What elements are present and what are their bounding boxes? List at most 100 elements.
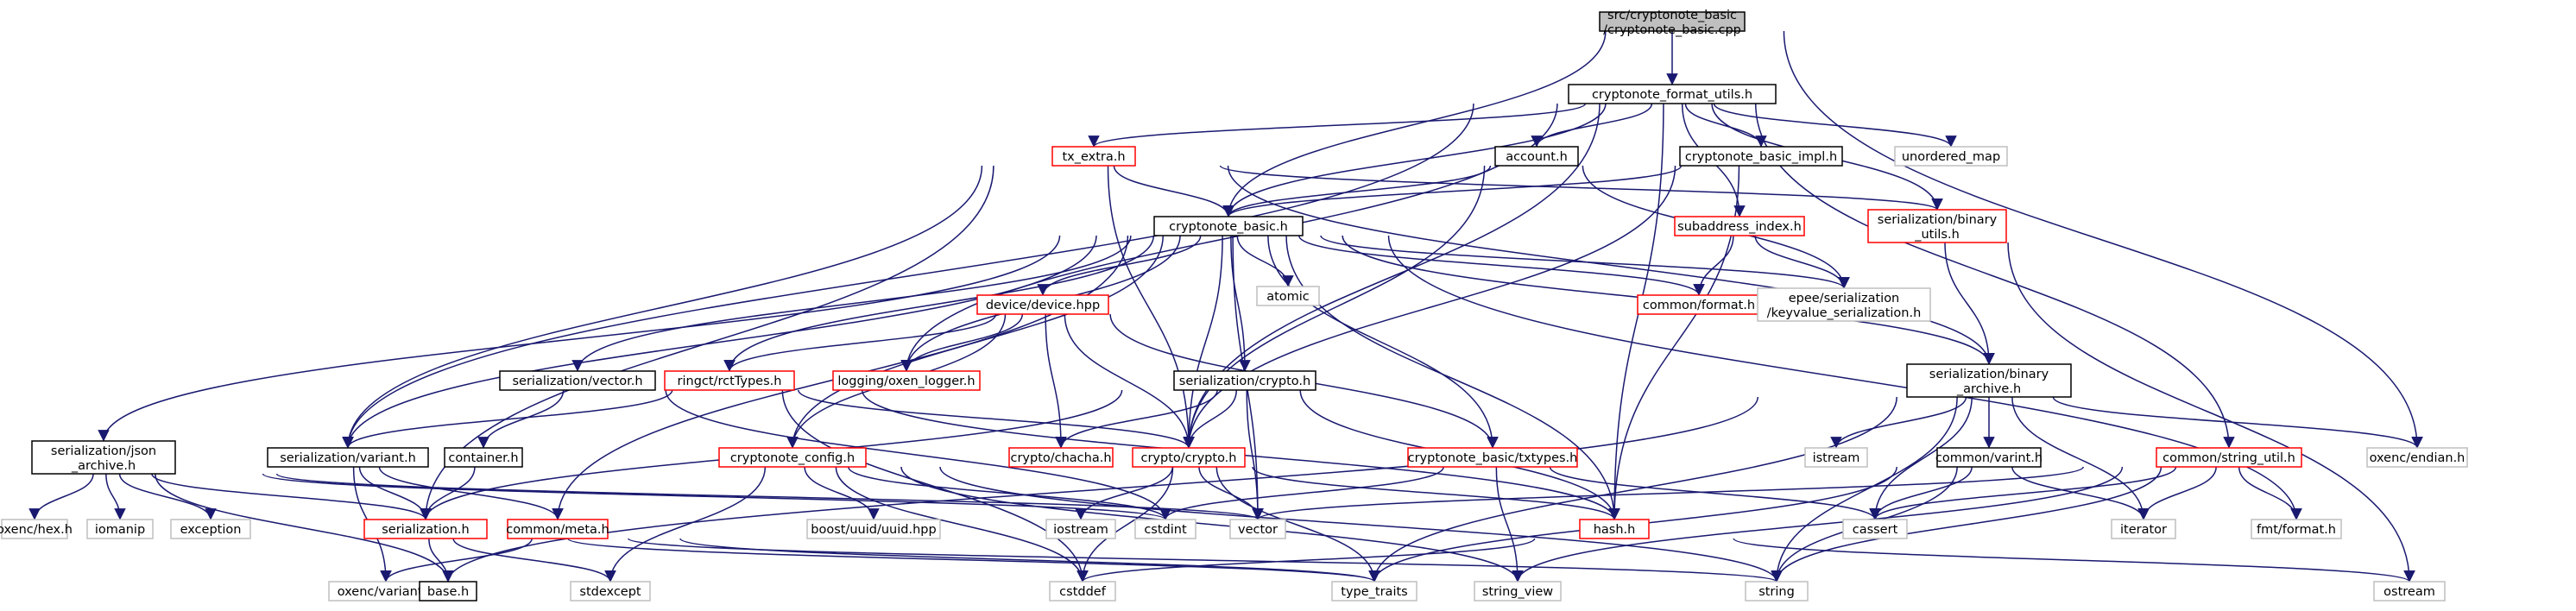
edge-strutil-to-cassert <box>1869 466 2177 520</box>
edge-cconfig-to-cstdint <box>848 466 1171 520</box>
node-cassert: cassert <box>1842 519 1908 539</box>
node-json[interactable]: serialization/json_archive.h <box>31 440 176 475</box>
node-uuid: boost/uuid/uuid.hpp <box>806 519 941 539</box>
edge-txextra-to-svariant <box>342 165 983 449</box>
node-endian: oxenc/endian.h <box>2366 447 2468 468</box>
node-box-ostream <box>2373 581 2446 602</box>
edge-cfu-to-txextra <box>1088 103 1587 148</box>
edge-cb-to-ringct <box>723 235 1155 372</box>
node-box-istream <box>1804 447 1868 468</box>
edge-strutil-to-iterator <box>2137 466 2217 520</box>
edge-binarch-to-typetraits <box>1368 396 1897 583</box>
edge-strutil-to-fmtformat <box>2238 466 2302 520</box>
node-txextra[interactable]: tx_extra.h <box>1051 146 1136 167</box>
node-svector[interactable]: serialization/vector.h <box>499 370 656 391</box>
node-label-hexh-0: oxenc/hex.h <box>0 523 73 537</box>
edge-txextra-to-cryptoh <box>1107 165 1195 449</box>
edge-strutil-to-stringview <box>1512 466 2124 583</box>
node-label-binarch-0: serialization/binary <box>1929 368 2049 381</box>
node-box-string <box>1745 581 1809 602</box>
node-chacha[interactable]: crypto/chacha.h <box>1008 447 1114 468</box>
edge-txtypes-to-stringview <box>1495 466 1524 583</box>
node-label-account-0: account.h <box>1506 150 1568 164</box>
node-format[interactable]: common/format.h <box>1637 294 1761 315</box>
edge-cb-to-epee <box>1320 235 1850 289</box>
node-txtypes[interactable]: cryptonote_basic/txtypes.h <box>1407 447 1578 468</box>
node-exception: exception <box>170 519 251 539</box>
node-label-cfu-0: cryptonote_format_utils.h <box>1592 88 1752 102</box>
edge-txtypes-to-cassert <box>1549 466 1881 520</box>
node-box-endian <box>2366 447 2468 468</box>
node-root[interactable]: src/cryptonote_basic/cryptonote_basic.cp… <box>1599 9 1746 37</box>
node-hashh[interactable]: hash.h <box>1579 519 1650 539</box>
node-subaddr[interactable]: subaddress_index.h <box>1674 216 1805 236</box>
node-strutil[interactable]: common/string_util.h <box>2156 447 2302 468</box>
node-scrypto[interactable]: serialization/crypto.h <box>1173 370 1316 391</box>
node-cbimpl[interactable]: cryptonote_basic_impl.h <box>1679 146 1843 167</box>
node-cryptoh[interactable]: crypto/crypto.h <box>1132 447 1246 468</box>
edge-svariant-to-serialization <box>358 466 432 520</box>
node-box-cstdint <box>1134 519 1196 539</box>
node-box-iomanip <box>86 519 154 539</box>
node-meta[interactable]: common/meta.h <box>506 519 609 539</box>
node-box-devhpp <box>976 294 1109 315</box>
edge-cb-to-atomic <box>1236 235 1294 287</box>
node-box-iterator <box>2111 519 2176 539</box>
node-cfu[interactable]: cryptonote_format_utils.h <box>1568 84 1777 104</box>
node-ringct[interactable]: ringct/rctTypes.h <box>664 370 795 391</box>
edge-cfu-to-svariant <box>342 103 1474 449</box>
edge-cconfig-to-string <box>939 466 1783 583</box>
node-box-hashh <box>1579 519 1650 539</box>
node-label-cbimpl-0: cryptonote_basic_impl.h <box>1685 150 1837 164</box>
edge-cfu-to-umap <box>1713 103 1957 148</box>
edge-ringct-to-cryptoh <box>798 389 1195 449</box>
node-binutils[interactable]: serialization/binary_utils.h <box>1867 209 2007 243</box>
node-box-fmtformat <box>2251 519 2342 539</box>
node-logger[interactable]: logging/oxen_logger.h <box>832 370 981 391</box>
dependency-edges <box>28 30 2423 583</box>
node-cvarint[interactable]: common/varint.h <box>1935 447 2042 468</box>
node-box-epee <box>1757 287 1931 322</box>
edge-txextra-to-binutils <box>1219 165 1943 211</box>
edge-txtypes-to-cstdint <box>1159 466 1444 520</box>
edge-json-to-vector <box>275 473 1264 520</box>
node-label-istream-0: istream <box>1813 451 1860 465</box>
node-box-txextra <box>1051 146 1136 167</box>
node-label-cstddef-0: cstddef <box>1059 585 1107 599</box>
node-svariant[interactable]: serialization/variant.h <box>267 447 429 468</box>
edge-meta-to-typetraits <box>679 538 1380 583</box>
edge-json-to-serialization <box>151 473 432 520</box>
node-container[interactable]: container.h <box>444 447 523 468</box>
node-label-subaddr-0: subaddress_index.h <box>1677 220 1802 234</box>
node-label-cconfig-0: cryptonote_config.h <box>730 451 855 465</box>
node-cconfig[interactable]: cryptonote_config.h <box>718 447 867 468</box>
node-base[interactable]: base.h <box>419 581 477 602</box>
node-box-base <box>419 581 477 602</box>
node-serialization[interactable]: serialization.h <box>363 519 488 539</box>
node-box-cfu <box>1568 84 1777 104</box>
node-iostream: iostream <box>1045 519 1116 539</box>
node-label-epee-1: /keyvalue_serialization.h <box>1767 306 1922 320</box>
node-box-serialization <box>363 519 488 539</box>
node-label-iomanip-0: iomanip <box>95 523 145 537</box>
node-box-txtypes <box>1407 447 1578 468</box>
node-box-chacha <box>1008 447 1114 468</box>
node-devhpp[interactable]: device/device.hpp <box>976 294 1109 315</box>
node-box-scrypto <box>1173 370 1316 391</box>
node-binarch[interactable]: serialization/binary_archive.h <box>1906 363 2072 398</box>
node-label-endian-0: oxenc/endian.h <box>2370 451 2466 465</box>
node-label-binarch-1: _archive.h <box>1956 382 2021 396</box>
node-label-json-1: _archive.h <box>71 459 136 473</box>
edge-devhpp-to-logger <box>900 313 1024 372</box>
node-box-exception <box>170 519 251 539</box>
edge-json-to-iomanip <box>105 473 126 520</box>
node-label-logger-0: logging/oxen_logger.h <box>837 375 975 388</box>
node-label-ringct-0: ringct/rctTypes.h <box>678 375 782 388</box>
node-label-cb-0: cryptonote_basic.h <box>1169 220 1288 234</box>
node-box-container <box>444 447 523 468</box>
node-label-atomic-0: atomic <box>1266 290 1310 304</box>
edge-root-to-endian <box>1783 30 2423 449</box>
node-label-string-0: string <box>1758 585 1795 599</box>
node-account[interactable]: account.h <box>1494 146 1579 167</box>
node-cb[interactable]: cryptonote_basic.h <box>1153 216 1304 236</box>
